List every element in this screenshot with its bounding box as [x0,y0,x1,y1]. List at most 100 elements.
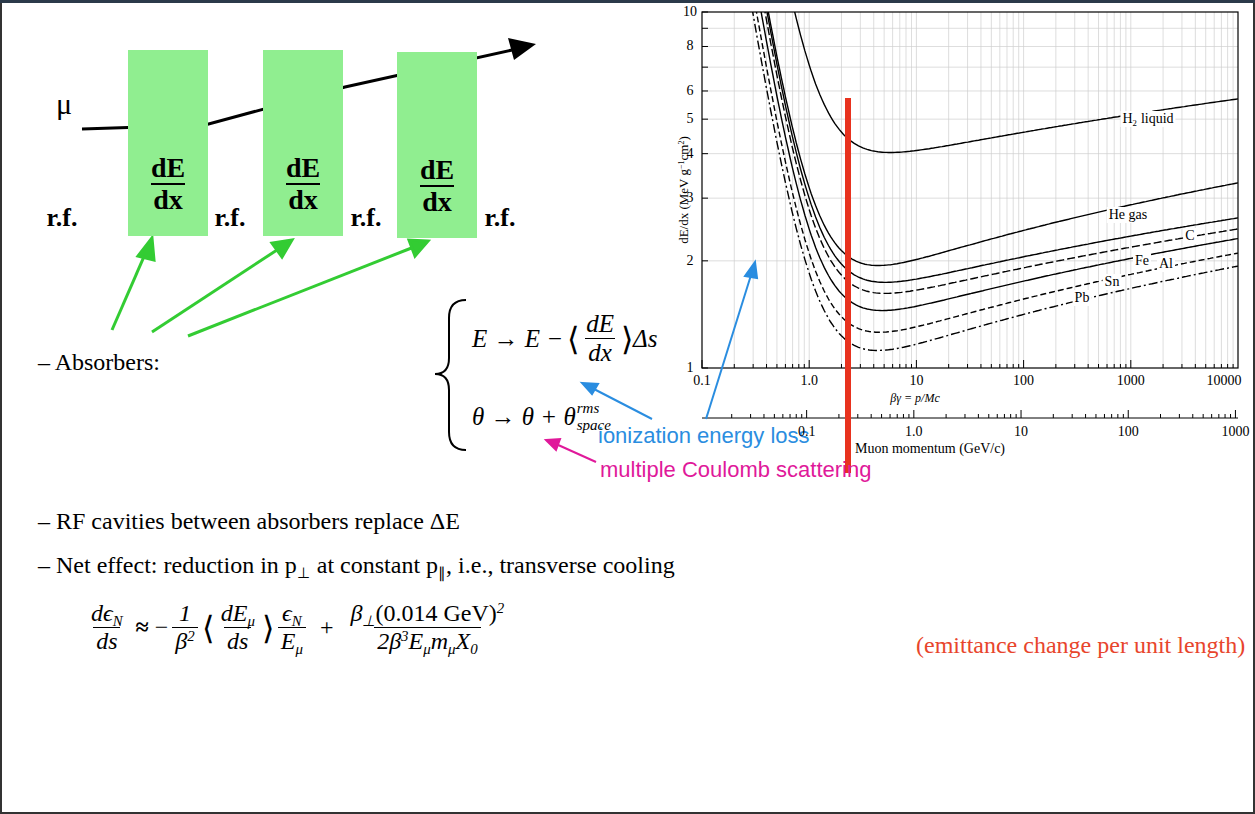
tick-label: 1.0 [905,424,923,440]
equation-text: Δs [633,325,657,353]
tick-label: 8 [687,38,694,54]
energy-loss-curve [702,12,1238,311]
equation-text: dE [586,310,614,338]
grid-line [892,12,893,368]
tick [790,414,791,418]
grid-line [1163,12,1164,368]
numerator-text: dE [420,155,454,184]
fraction: dEμds [218,600,258,655]
tick [978,414,979,418]
denominator: Eμ [278,627,306,655]
energy-loss-curve [702,12,1238,293]
tick-label: 1000 [1221,424,1249,440]
tick-label: 1000 [1117,373,1145,389]
tick [913,410,914,418]
subscript: ⊥ [362,612,375,630]
energy-loss-plot [670,0,1238,473]
tick [1179,414,1180,418]
math-text: dϵ [91,600,113,627]
grid-line [873,12,874,368]
callout-text: multiple Coulomb scattering [600,457,871,483]
tick [890,414,891,418]
tick [1123,414,1124,418]
curve-label: H2liquid [1120,111,1175,127]
pointer-line [152,248,280,332]
tick [1016,414,1017,418]
grid-line [1205,12,1206,368]
math-text: 2β [377,628,401,655]
grid-line [1125,12,1126,368]
grid-line [1074,12,1075,368]
subscript: N [292,613,302,630]
grid-line [1195,12,1196,368]
tick [750,414,751,418]
tick-label: 10 [909,373,923,389]
absorber-pointers [112,238,428,336]
grid-line [1227,12,1228,368]
math-text: (0.014 GeV) [375,600,496,627]
plot-frame [702,12,1238,368]
numerator: dEμ [218,600,258,627]
tick-label: 0.1 [693,373,711,389]
superscript: 3 [401,628,408,645]
rf-label: r.f. [485,203,516,233]
tick-label: 5 [687,111,694,127]
tick-label: 4 [687,146,694,162]
bullet-text: – Absorbers: [38,349,160,376]
fraction: ϵNEμ [278,600,306,655]
denominator: ds [224,627,251,655]
subscript: N [113,613,123,630]
tick-label: 1.0 [800,373,818,389]
bullet-text: – Net effect: reduction in p [38,552,297,579]
track-arrowhead [508,38,536,60]
tick [964,414,965,418]
tick-label: 100 [1013,373,1034,389]
tick [1160,414,1161,418]
superscript: 2 [497,600,504,617]
tick [1085,414,1086,418]
numerator: 1 [176,600,194,627]
grid-line [948,12,949,368]
pointer-line [188,247,414,336]
rf-label: r.f. [215,203,246,233]
subscript: μ [423,641,430,658]
leader-line [706,272,752,419]
numerator: ϵN [279,600,305,627]
equation-text: θ → θ + θ [472,403,576,431]
math-symbol: − [155,614,169,641]
math-text: ds [96,628,117,655]
grid-line [1018,12,1019,368]
tick [702,90,708,91]
energy-loss-equation: E → E −⟨dEdx⟩Δs [472,310,657,367]
tick [857,414,858,418]
tick [1010,414,1011,418]
tick [796,414,797,418]
tick [702,260,708,261]
grid-line [1107,12,1108,368]
curve-label: He gas [1107,207,1150,223]
pointer-head [138,238,154,260]
grid-line [860,12,861,368]
tick [946,414,947,418]
tick [702,46,708,47]
pointer-head [409,240,428,256]
callout-text: ionization energy loss [598,423,810,449]
tick-label: 100 [1118,424,1139,440]
math-text: β [351,600,363,627]
tick [881,414,882,418]
math-text: ds [227,628,248,655]
grid-line [991,12,992,368]
grid-line [916,12,917,368]
grid-line [1006,12,1007,368]
math-text: β [175,628,187,655]
subscript: 0 [470,641,477,658]
grid-line [1181,12,1182,368]
tick [1021,410,1022,418]
operating-point-line [845,98,851,473]
fraction: 1β2 [172,600,197,655]
math-text: ϵ [282,600,292,627]
tick [1053,414,1054,418]
superscript: −1 [677,160,686,169]
grid-line [1130,12,1131,368]
